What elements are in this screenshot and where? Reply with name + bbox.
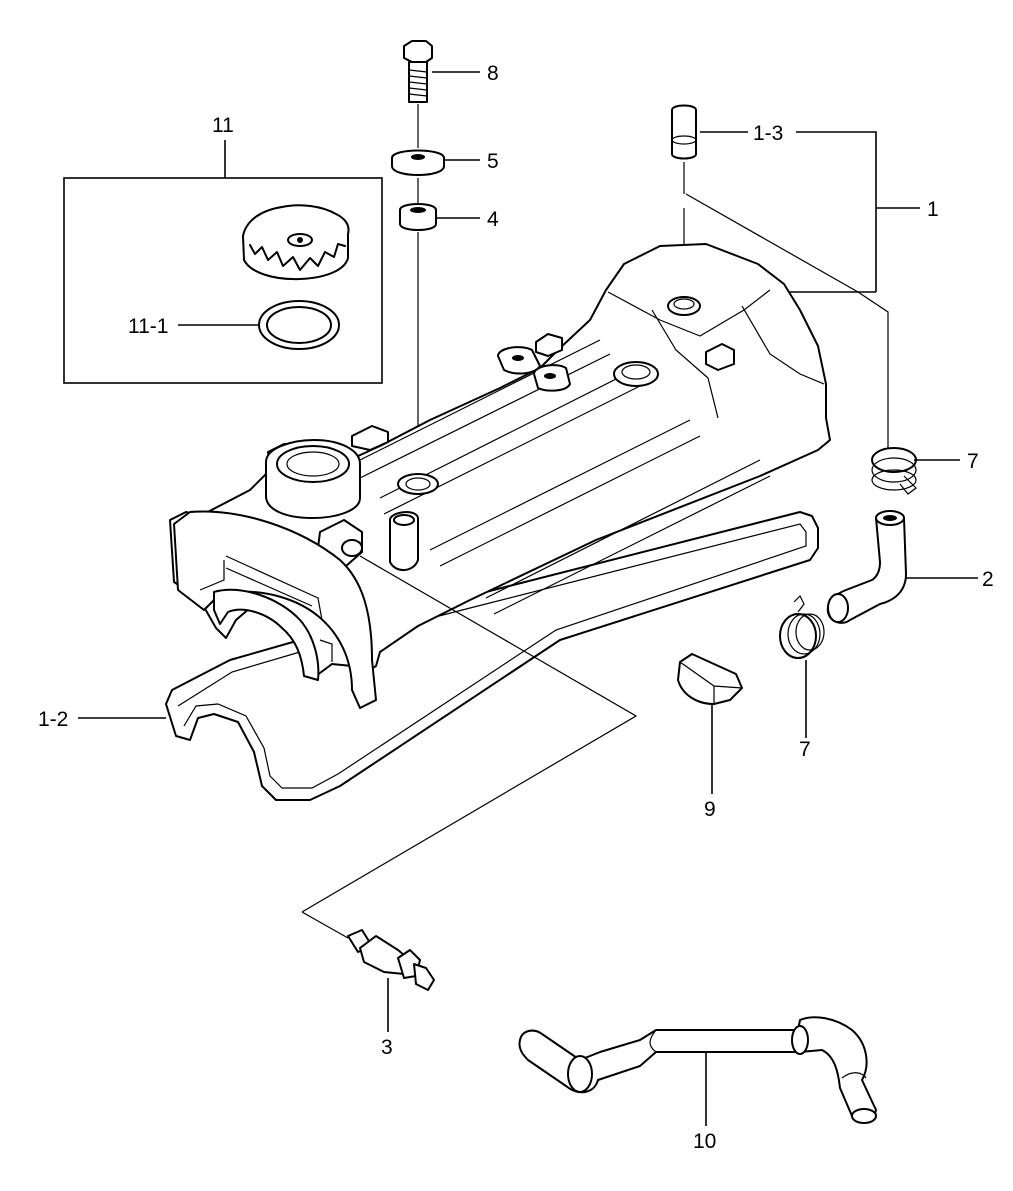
oil-filler-cap — [242, 204, 350, 281]
grommet — [399, 203, 437, 231]
label-10: 10 — [693, 1130, 716, 1153]
breather-hose — [826, 510, 907, 624]
hose-clamp-lower — [779, 594, 825, 659]
pcv-hose — [518, 1016, 877, 1124]
label-2: 2 — [982, 568, 994, 591]
label-11-1: 11-1 — [128, 315, 168, 338]
label-7-lower: 7 — [799, 738, 811, 761]
label-4: 4 — [487, 208, 499, 231]
label-5: 5 — [487, 150, 499, 173]
oil-cap-kit-group — [63, 140, 383, 384]
plug — [671, 104, 697, 160]
filler-neck — [265, 439, 361, 519]
washer — [391, 149, 445, 176]
bolt — [403, 40, 433, 103]
label-8: 8 — [487, 62, 499, 85]
label-1-3: 1-3 — [753, 122, 783, 145]
pcv-valve — [347, 929, 435, 991]
label-9: 9 — [704, 798, 716, 821]
label-11: 11 — [212, 114, 234, 137]
hose-clamp-upper — [871, 447, 917, 495]
o-ring — [258, 300, 340, 350]
half-moon-seal — [677, 653, 743, 705]
label-1-2: 1-2 — [38, 708, 68, 731]
kit-box — [63, 177, 383, 384]
label-7-upper: 7 — [967, 450, 979, 473]
label-1: 1 — [927, 198, 939, 221]
label-3: 3 — [381, 1036, 393, 1059]
head-cover — [169, 243, 831, 709]
